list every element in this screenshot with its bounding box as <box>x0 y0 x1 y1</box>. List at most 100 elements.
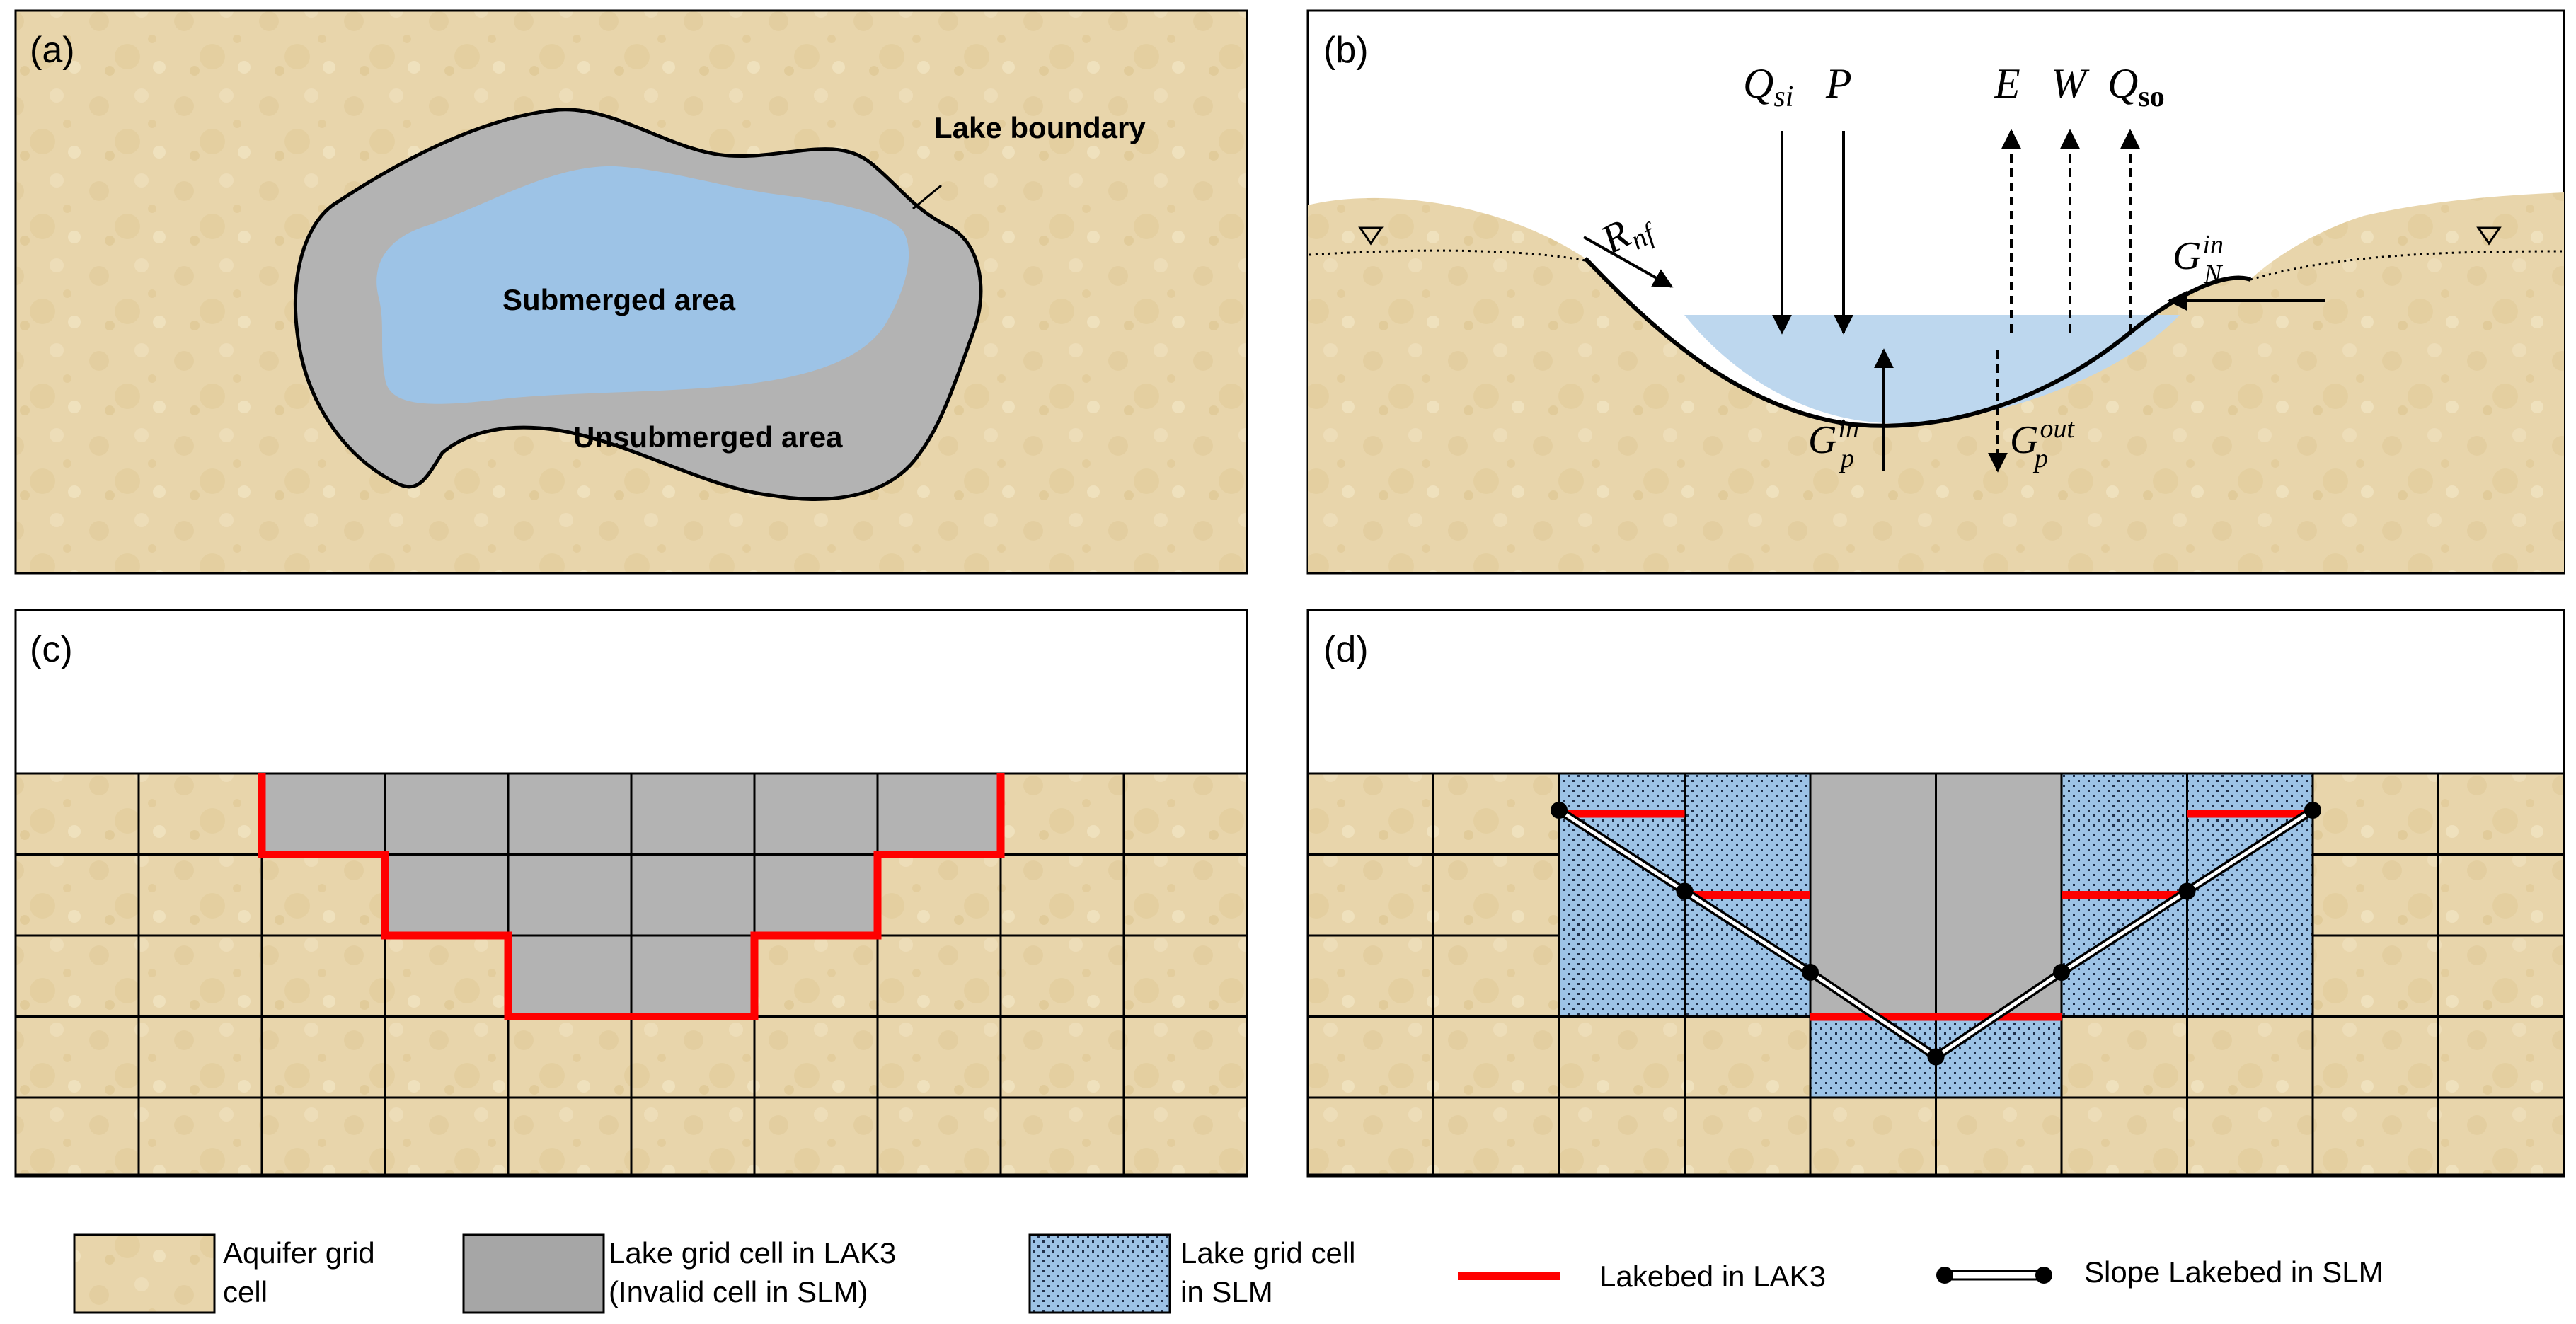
lake-water <box>1684 315 2180 424</box>
aquifer-cell <box>753 1096 879 1176</box>
aquifer-cell <box>2060 1096 2188 1176</box>
aquifer-cell <box>137 772 263 856</box>
lak3-lake-cell <box>507 853 633 937</box>
aquifer-cell <box>2437 1096 2565 1176</box>
lak3-lake-cell <box>260 772 386 856</box>
aquifer-cell <box>2311 853 2439 937</box>
lak3-lake-cell <box>630 772 756 856</box>
panel-a-label: (a) <box>30 30 75 71</box>
aquifer-cell <box>1684 1096 1812 1176</box>
aquifer-cell <box>1558 1015 1686 1099</box>
aquifer-cell <box>2437 1015 2565 1099</box>
aquifer-cell <box>14 853 140 937</box>
panel-c: (c) <box>14 609 1248 1178</box>
slope-lakebed-node <box>2304 802 2321 819</box>
aquifer-cell <box>1122 934 1248 1018</box>
aquifer-cell <box>1935 1096 2063 1176</box>
lake-boundary-label: Lake boundary <box>934 111 1146 144</box>
lak3-lake-cell <box>753 853 879 937</box>
aquifer-cell <box>137 853 263 937</box>
aquifer-cell <box>1432 1015 1560 1099</box>
aquifer-cell <box>630 1015 756 1099</box>
lak3-lake-cell <box>384 853 510 937</box>
aquifer-cell <box>2311 772 2439 856</box>
slm-lake-cell <box>1935 1015 2063 1099</box>
aquifer-cell <box>2311 1096 2439 1176</box>
aquifer-cell <box>1432 1096 1560 1176</box>
slope-lakebed-node <box>2053 964 2070 981</box>
lak3-lake-cell <box>630 934 756 1018</box>
aquifer-cell <box>137 1015 263 1099</box>
aquifer-cell <box>137 934 263 1018</box>
legend-lak3-line1: Lake grid cell in LAK3 <box>609 1236 896 1270</box>
legend-lak3-swatch <box>462 1233 605 1314</box>
p-label: P <box>1825 60 1852 107</box>
aquifer-cell <box>384 934 510 1018</box>
legend-aquifer-swatch <box>73 1233 216 1314</box>
legend-aquifer-line1: Aquifer grid <box>223 1236 375 1270</box>
panel-d-label: (d) <box>1323 629 1369 670</box>
grid-c <box>14 772 1248 1176</box>
aquifer-cell <box>384 1096 510 1176</box>
aquifer-cell <box>14 1015 140 1099</box>
water-table-marker-right <box>2476 226 2502 246</box>
grid-d <box>1306 772 2565 1176</box>
qso-label: Qso <box>2108 60 2165 113</box>
aquifer-cell <box>1432 853 1560 937</box>
lakebed-lak3-line <box>258 773 1005 1020</box>
e-label: E <box>1994 60 2020 107</box>
lake-boundary-leader <box>912 184 942 210</box>
water-table-marker-left <box>1358 226 1384 246</box>
aquifer-cell <box>999 772 1125 856</box>
legend-slm-line2: in SLM <box>1180 1275 1273 1308</box>
aquifer-cell <box>1809 1096 1937 1176</box>
lak3-lake-cell <box>876 772 1002 856</box>
aquifer-cell <box>1306 853 1434 937</box>
slope-lakebed-node <box>1802 964 1819 981</box>
aquifer-cell <box>876 853 1002 937</box>
aquifer-cell <box>2311 934 2439 1018</box>
submerged-area-label: Submerged area <box>502 283 736 316</box>
aquifer-cell <box>1432 934 1560 1018</box>
aquifer-cell <box>753 1015 879 1099</box>
aquifer-cell <box>137 1096 263 1176</box>
aquifer-cell <box>999 1015 1125 1099</box>
ground-profile <box>1308 192 2564 572</box>
panel-d: (d) <box>1306 609 2565 1178</box>
aquifer-cell <box>1306 772 1434 856</box>
legend-slope-node-right <box>2035 1267 2052 1284</box>
legend-slope-node-left <box>1936 1267 1953 1284</box>
w-label: W <box>2051 60 2090 107</box>
unsubmerged-area-label: Unsubmerged area <box>573 420 843 454</box>
slope-lakebed-node <box>1927 1048 1945 1066</box>
qsi-label: Qsi <box>1743 60 1793 113</box>
aquifer-cell <box>2186 1015 2314 1099</box>
lak3-lake-cell <box>384 772 510 856</box>
aquifer-cell <box>1306 934 1434 1018</box>
legend: Aquifer grid cell Lake grid cell in LAK3… <box>73 1233 2384 1314</box>
slope-lakebed-node <box>2178 882 2196 900</box>
aquifer-cell <box>260 1096 386 1176</box>
invalid-slm-cell <box>1935 772 2063 1018</box>
aquifer-cell <box>2186 1096 2314 1176</box>
aquifer-cell <box>753 934 879 1018</box>
aquifer-cell <box>876 934 1002 1018</box>
aquifer-cell <box>260 853 386 937</box>
aquifer-cell <box>507 1015 633 1099</box>
aquifer-cell <box>1684 1015 1812 1099</box>
aquifer-cell <box>1122 772 1248 856</box>
slope-lakebed-node <box>1676 882 1694 900</box>
aquifer-cell <box>260 1015 386 1099</box>
panel-a: (a) Lake boundary Submerged area Unsubme… <box>14 9 1248 575</box>
aquifer-cell <box>1122 1015 1248 1099</box>
slope-lakebed-node <box>1551 802 1568 819</box>
aquifer-cell <box>1122 853 1248 937</box>
aquifer-cell <box>2437 772 2565 856</box>
aquifer-cell <box>999 1096 1125 1176</box>
aquifer-cell <box>507 1096 633 1176</box>
aquifer-cell <box>2437 853 2565 937</box>
aquifer-cell <box>876 1015 1002 1099</box>
